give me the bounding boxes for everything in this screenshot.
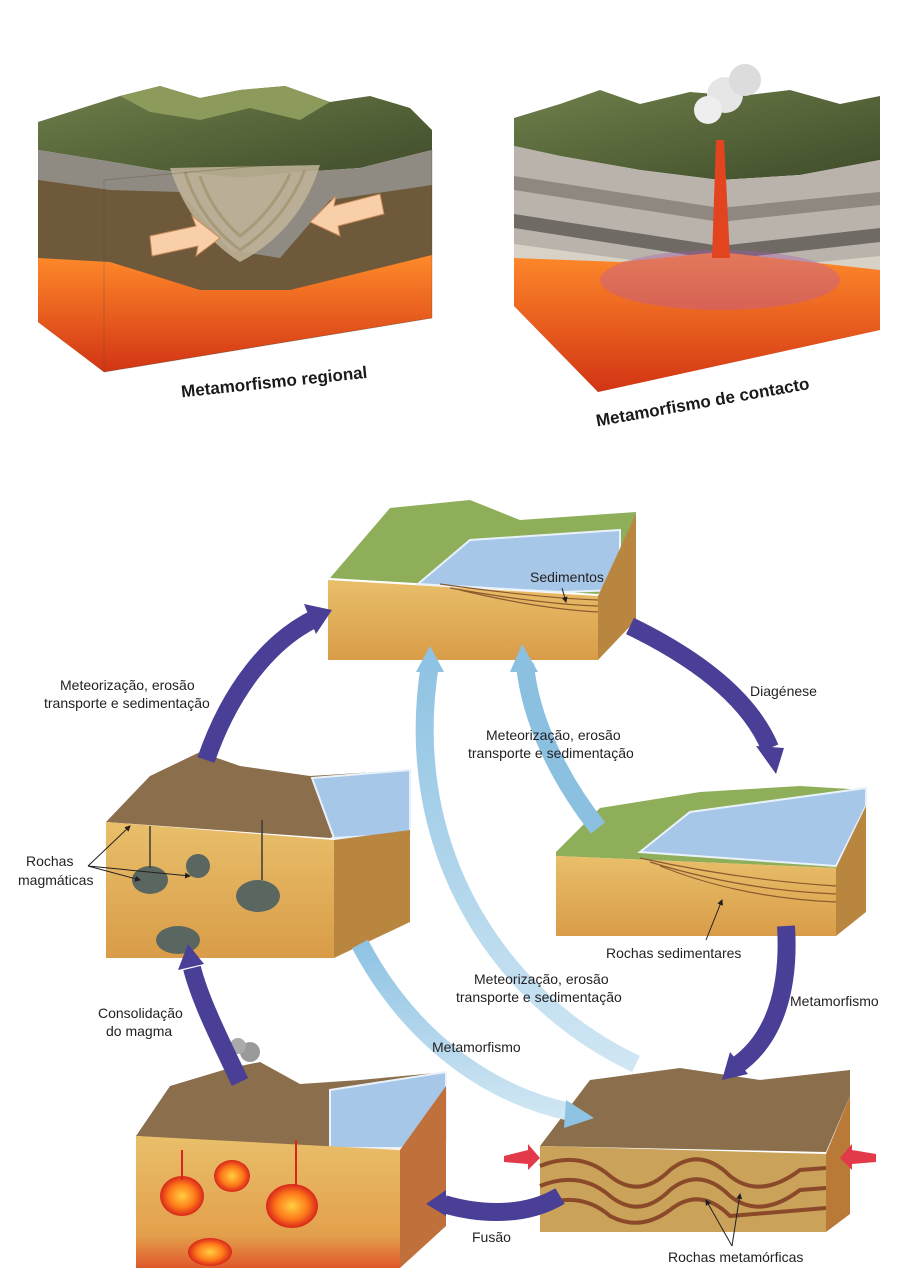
weathering-center-label-line2: transporte e sedimentação: [468, 745, 634, 761]
weathering-middle-label-line2: transporte e sedimentação: [456, 989, 622, 1005]
consolidation-arrow-shaft: [183, 965, 249, 1086]
weathering-arrow-center-head: [416, 646, 444, 672]
diagenesis-arrow-shaft: [626, 617, 779, 752]
weathering-arrow-center-shaft: [415, 662, 640, 1073]
weathering-left-label-line2: transporte e sedimentação: [44, 695, 210, 711]
metamorphism-arrow-right-shaft: [730, 925, 796, 1074]
sedimentary-rocks-block: Rochas sedimentares: [556, 786, 867, 961]
contact-metamorphism-block: Metamorfismo de contacto: [514, 64, 880, 430]
regional-caption: Metamorfismo regional: [180, 363, 368, 401]
weathering-arrow-middle-head: [510, 644, 538, 672]
weathering-left-label-line1: Meteorização, erosão: [60, 677, 195, 693]
compression-arrow-left: [149, 214, 221, 258]
weathering-center-label-line1: Meteorização, erosão: [486, 727, 621, 743]
magma-block: [136, 1038, 447, 1268]
fusion-arrow-head: [426, 1190, 446, 1216]
sediments-label: Sedimentos: [530, 569, 604, 585]
metamorphism-right-label: Metamorfismo: [790, 993, 879, 1009]
metamorphism-arrow-right-head: [722, 1052, 748, 1080]
pressure-arrow-right: [840, 1144, 876, 1170]
consolidation-label-line2: do magma: [106, 1023, 172, 1039]
magma-conduit: [712, 140, 730, 258]
metamorphic-rocks-label: Rochas metamórficas: [668, 1249, 803, 1265]
weathering-middle-label-line1: Meteorização, erosão: [474, 971, 609, 987]
fusion-label: Fusão: [472, 1229, 511, 1245]
diagenesis-label: Diagénese: [750, 683, 817, 699]
metamorphism-center-label: Metamorfismo: [432, 1039, 521, 1055]
weathering-arrow-left-head: [304, 604, 332, 634]
consolidation-arrow-head: [178, 944, 204, 970]
compression-arrow-right: [309, 193, 385, 237]
sedimentary-rocks-label: Rochas sedimentares: [606, 945, 741, 961]
weathering-arrow-middle-shaft: [516, 663, 606, 834]
magmatic-rocks-label-line2: magmáticas: [18, 872, 93, 888]
metamorphism-arrow-center-shaft: [352, 939, 572, 1121]
diagenesis-arrow-head: [756, 746, 784, 774]
magmatic-rocks-label-line1: Rochas: [26, 853, 73, 869]
sediment-block: Sedimentos: [328, 500, 636, 660]
magmatic-rocks-block: Rochas magmáticas: [18, 752, 411, 958]
metamorphic-rocks-block: Rochas metamórficas: [504, 1068, 876, 1265]
consolidation-label-line1: Consolidação: [98, 1005, 183, 1021]
pressure-arrow-left: [504, 1144, 540, 1170]
metamorphism-arrow-center-head: [564, 1100, 594, 1128]
weathering-arrow-left-shaft: [197, 609, 321, 763]
regional-metamorphism-block: Metamorfismo regional: [38, 86, 433, 401]
fusion-arrow-shaft: [441, 1188, 565, 1221]
